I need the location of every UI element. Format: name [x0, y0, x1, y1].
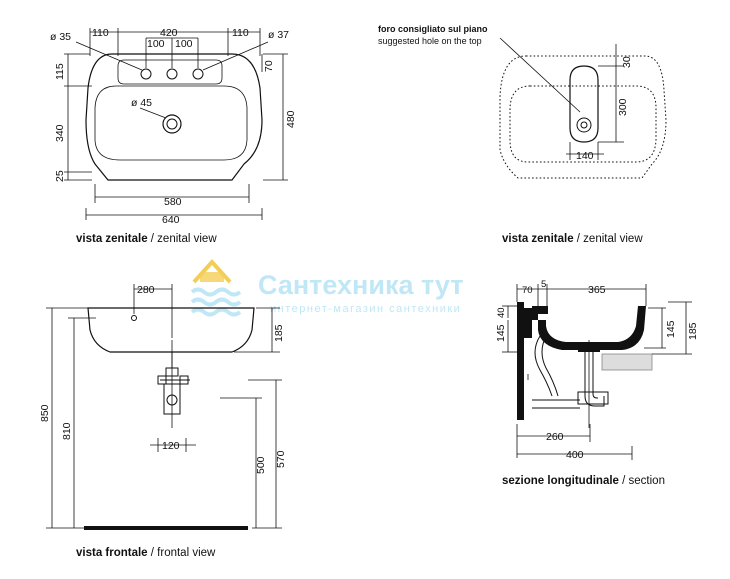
dim-110-right: 110 [232, 27, 249, 39]
dim-145-left: 145 [495, 324, 507, 342]
basin-dashed-outline [499, 55, 667, 179]
dim-100-left: 100 [147, 38, 165, 50]
dim-185-front: 185 [273, 324, 285, 342]
dim-70-section: 70 [522, 285, 533, 296]
zenital-view-right: foro consigliato sul piano suggested hol… [378, 24, 667, 245]
dim-145-right: 145 [665, 320, 677, 338]
caption-zenital-left: vista zenitale / zenital view [76, 233, 217, 245]
caption-zenital-right: vista zenitale / zenital view [502, 233, 643, 245]
overflow-hole [131, 315, 137, 321]
siphon-front [157, 352, 190, 415]
tap-hole-right [192, 68, 204, 80]
caption-section: sezione longitudinale / section [502, 475, 665, 487]
tap-deck [117, 59, 223, 85]
dim-185-section: 185 [687, 322, 699, 340]
wall-bracket [524, 308, 532, 338]
section-view: 70 5 365 40 145 145 185 260 400 sezione … [495, 279, 699, 487]
basin-front-outline [87, 307, 255, 353]
dim-500: 500 [255, 456, 267, 474]
watermark-backdrop [185, 258, 547, 322]
dim-70: 70 [263, 60, 275, 72]
dim-100-right: 100 [175, 38, 193, 50]
dim-140: 140 [576, 150, 594, 162]
frontal-view: 280 185 120 850 810 500 570 vista fronta… [39, 284, 287, 559]
dim-640: 640 [162, 214, 180, 226]
dim-110-left: 110 [92, 27, 109, 39]
note-english: suggested hole on the top [378, 36, 482, 46]
caption-frontal: vista frontale / frontal view [76, 547, 216, 559]
note-italian: foro consigliato sul piano [378, 24, 488, 34]
dim-120: 120 [162, 440, 180, 452]
dim-115: 115 [54, 63, 66, 80]
watermark-subtitle: интернет-магазин сантехники [270, 303, 461, 315]
basin-top-outline [85, 53, 263, 181]
dim-dia-45: ø 45 [131, 97, 152, 109]
tap-hole-center [166, 68, 178, 80]
watermark-title: Сантехника тут [258, 270, 463, 300]
suggested-hole [569, 65, 599, 143]
bowl-dashed-outline [509, 85, 657, 163]
zenital-view-left: 110 420 110 100 100 ø 35 ø 37 ø 45 115 3… [50, 27, 297, 245]
dim-30: 30 [621, 56, 633, 68]
dim-300: 300 [617, 98, 629, 116]
dim-340: 340 [54, 124, 66, 142]
dim-420: 420 [160, 27, 178, 39]
worktop-section [601, 353, 653, 371]
dim-850: 850 [39, 404, 51, 422]
dim-40: 40 [496, 307, 507, 318]
dim-25: 25 [54, 170, 66, 182]
basin-section-profile [532, 306, 646, 350]
dim-570: 570 [275, 450, 287, 468]
siphon-section [532, 335, 609, 409]
dim-dia-37: ø 37 [268, 29, 289, 41]
dim-260: 260 [546, 431, 564, 443]
drain-circle [576, 117, 592, 133]
dim-400: 400 [566, 449, 584, 461]
dim-5-section: 5 [541, 279, 546, 290]
dim-580: 580 [164, 196, 182, 208]
basin-inner-bowl [94, 85, 248, 161]
watermark: Сантехника тут интернет-магазин сантехни… [185, 258, 547, 322]
tap-hole-left [140, 68, 152, 80]
drain-center [580, 121, 588, 129]
dim-365: 365 [588, 284, 606, 296]
drain-inner [166, 118, 178, 130]
watermark-logo-icon [190, 259, 242, 317]
drain-outer [162, 114, 182, 134]
dim-480: 480 [285, 110, 297, 128]
dim-810: 810 [61, 422, 73, 440]
wall-section [517, 302, 524, 420]
dim-280: 280 [137, 284, 155, 296]
dim-dia-35: ø 35 [50, 31, 71, 43]
